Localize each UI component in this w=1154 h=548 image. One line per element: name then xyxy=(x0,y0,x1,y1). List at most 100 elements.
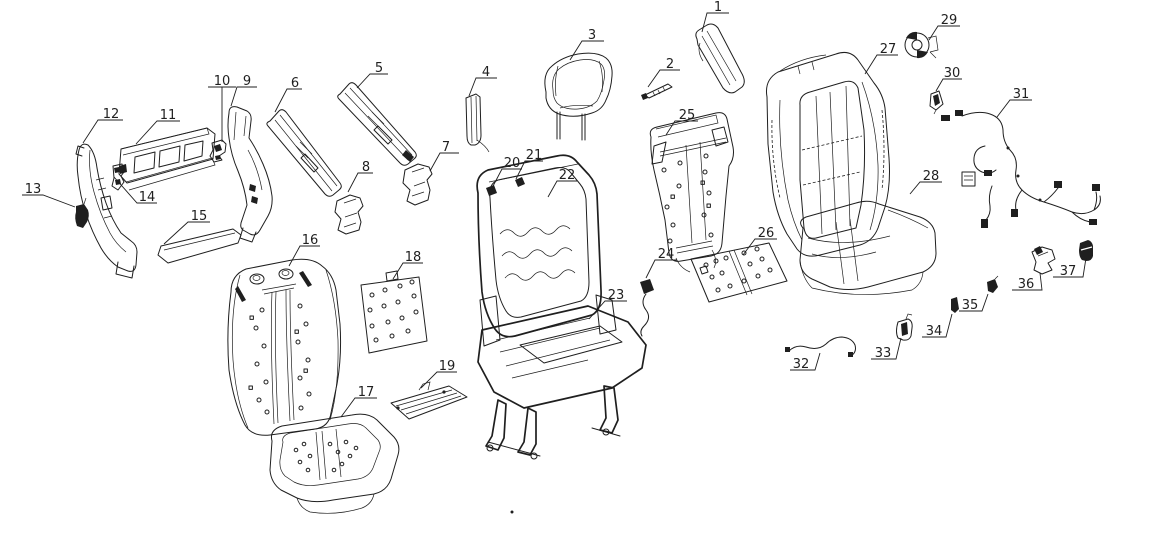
callout-leader-line xyxy=(135,120,180,145)
part-recliner-shield-left-drawing xyxy=(75,143,138,279)
callout-number: 8 xyxy=(362,160,370,175)
part-back-heater-mat-drawing xyxy=(649,112,734,273)
callout-leader-line xyxy=(491,168,522,189)
callout-leader-line xyxy=(928,25,960,41)
part-guide-rod-drawing xyxy=(641,83,673,100)
callout-leader-line xyxy=(163,221,210,245)
callout-27: 27 xyxy=(864,42,898,75)
callout-number: 2 xyxy=(666,57,674,72)
callout-leader-line xyxy=(22,194,76,208)
callout-16: 16 xyxy=(288,233,320,267)
callout-number: 36 xyxy=(1018,277,1035,292)
callout-number: 37 xyxy=(1060,264,1077,279)
callout-2: 2 xyxy=(647,57,680,88)
callout-26: 26 xyxy=(742,226,777,256)
part-small-switch-drawing xyxy=(929,90,944,115)
callout-leader-line xyxy=(935,78,962,92)
callout-leader-line xyxy=(871,337,902,360)
callout-leader-line xyxy=(864,54,898,75)
callout-29: 29 xyxy=(928,13,960,41)
callout-number: 9 xyxy=(243,74,251,89)
callout-9: 9 xyxy=(230,74,257,107)
callout-number: 16 xyxy=(302,233,319,248)
callout-leader-line xyxy=(230,86,257,107)
callout-leader-line xyxy=(790,352,821,371)
callout-leader-line xyxy=(665,120,698,136)
callout-number: 1 xyxy=(714,0,722,15)
callout-number: 4 xyxy=(482,65,490,80)
callout-leader-line xyxy=(340,397,377,418)
callout-number: 13 xyxy=(25,182,42,197)
callout-35: 35 xyxy=(959,293,989,313)
callout-number: 22 xyxy=(559,168,576,183)
callout-number: 18 xyxy=(405,250,422,265)
callout-leader-line xyxy=(468,77,497,97)
callout-leader-line xyxy=(429,152,459,172)
part-bracket-cover-left-drawing xyxy=(334,194,364,235)
callout-4: 4 xyxy=(468,65,497,97)
callout-leader-line xyxy=(742,238,777,256)
part-sensor-cable-drawing xyxy=(640,279,654,337)
callout-17: 17 xyxy=(340,385,377,418)
callout-leader-line xyxy=(569,40,604,61)
callout-number: 26 xyxy=(758,226,775,241)
callout-leader-line xyxy=(392,262,423,280)
part-wiring-harness-drawing xyxy=(941,110,1101,228)
callout-11: 11 xyxy=(135,108,180,145)
callout-number: 10 xyxy=(214,74,231,89)
callout-leader-line xyxy=(515,160,543,180)
page-speck xyxy=(510,510,514,514)
part-lumbar-mat-drawing xyxy=(360,270,428,354)
callout-leader-line xyxy=(347,172,373,193)
callout-leader-line xyxy=(588,300,627,320)
callout-leader-line xyxy=(996,99,1032,118)
part-trim-rail-left-drawing xyxy=(266,109,342,197)
callout-leader-line xyxy=(208,86,236,142)
callout-number: 25 xyxy=(679,108,696,123)
part-side-bolster-drawing xyxy=(465,93,490,153)
part-small-clip-b-drawing xyxy=(987,275,999,293)
callout-number: 27 xyxy=(880,42,897,57)
callout-leader-line xyxy=(420,371,457,389)
callout-21: 21 xyxy=(515,148,543,180)
part-tray-panel-drawing xyxy=(390,381,468,420)
callout-leader-line xyxy=(1053,257,1087,278)
part-seatback-foam-drawing xyxy=(227,258,342,436)
callout-number: 5 xyxy=(375,61,383,76)
callout-number: 20 xyxy=(504,156,521,171)
callout-number: 23 xyxy=(608,288,625,303)
part-recliner-shield-right-drawing xyxy=(227,106,273,243)
callout-number: 32 xyxy=(793,357,810,372)
callout-7: 7 xyxy=(429,140,459,172)
callout-number: 35 xyxy=(962,298,979,313)
part-seat-frame-assembly-drawing xyxy=(476,154,647,460)
callout-31: 31 xyxy=(996,87,1032,118)
part-cushion-foam-drawing xyxy=(269,413,400,514)
callout-19: 19 xyxy=(420,359,457,389)
callout-number: 19 xyxy=(439,359,456,374)
part-cushion-heater-mat-drawing xyxy=(690,242,788,303)
part-valance-strip-drawing xyxy=(157,228,242,264)
part-bracket-cover-right-drawing xyxy=(402,163,433,206)
callout-24: 24 xyxy=(645,247,677,279)
callout-1: 1 xyxy=(701,0,729,33)
callout-leader-line xyxy=(113,176,157,204)
callout-5: 5 xyxy=(356,61,388,89)
callout-number: 34 xyxy=(926,324,943,339)
callout-number: 11 xyxy=(160,108,177,123)
callout-20: 20 xyxy=(491,156,522,189)
callout-number: 12 xyxy=(103,107,120,122)
callout-number: 29 xyxy=(941,13,958,28)
callouts-layer: 1234567891011121314151617181920212223242… xyxy=(22,0,1087,418)
callout-13: 13 xyxy=(22,182,76,208)
callout-leader-line xyxy=(922,313,953,338)
callout-leader-line xyxy=(959,293,989,312)
callout-22: 22 xyxy=(547,168,577,198)
part-trim-rail-right-drawing xyxy=(337,82,417,166)
part-armrest-drawing xyxy=(695,23,745,94)
callout-number: 14 xyxy=(139,190,156,205)
callout-leader-line xyxy=(274,88,302,113)
callout-14: 14 xyxy=(113,176,157,205)
